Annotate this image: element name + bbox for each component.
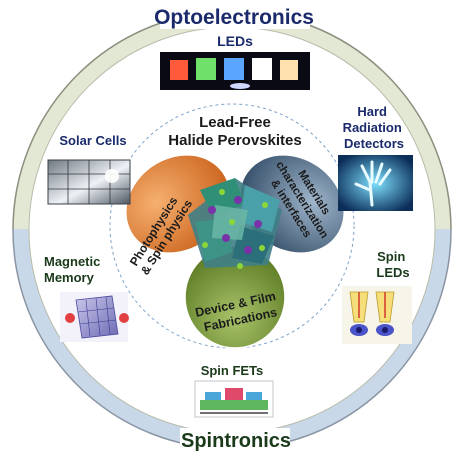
fet-device-icon: [194, 380, 274, 418]
center-title-line1: Lead-Free: [199, 114, 271, 131]
app-hard-radiation-line2: Radiation: [343, 120, 402, 135]
inner-dashed-circle: [109, 103, 355, 349]
perovskite-crystal-icon: [188, 178, 282, 269]
app-spin-leds-line2: LEDs: [376, 265, 409, 280]
svg-text:Spin LEDs: Spin LEDs: [376, 249, 409, 280]
app-hard-radiation-line3: Detectors: [344, 136, 404, 151]
app-spin-fets-label: Spin FETs: [201, 363, 264, 378]
app-magnetic-memory-line1: Magnetic: [44, 254, 100, 269]
xray-hand-icon: [338, 155, 413, 211]
spin-led-bulbs-icon: [342, 286, 412, 344]
ring-top-label: Optoelectronics: [154, 6, 314, 29]
app-leds-label: LEDs: [217, 33, 253, 49]
petal-device: Device & Film Fabrications: [184, 245, 286, 349]
ring-top-label-bg: [160, 3, 310, 29]
ring-bottom-label: Spintronics: [181, 430, 291, 452]
app-magnetic-memory-line2: Memory: [44, 270, 95, 285]
app-solar-cells-label: Solar Cells: [59, 133, 126, 148]
app-spin-leds-line1: Spin: [377, 249, 405, 264]
svg-text:Hard Radiation Detecto: Hard Radiation Detectors: [343, 104, 406, 151]
app-hard-radiation-line1: Hard: [357, 104, 387, 119]
led-array-icon: [160, 52, 310, 90]
solar-panel-icon: [47, 159, 131, 205]
svg-text:Magnetic Memory: Magnetic Memory: [44, 254, 104, 285]
center-title-line2: Halide Perovskites: [168, 132, 301, 149]
ring-bottom-label-bg: [180, 428, 290, 452]
memory-chip-icon: [60, 292, 129, 342]
